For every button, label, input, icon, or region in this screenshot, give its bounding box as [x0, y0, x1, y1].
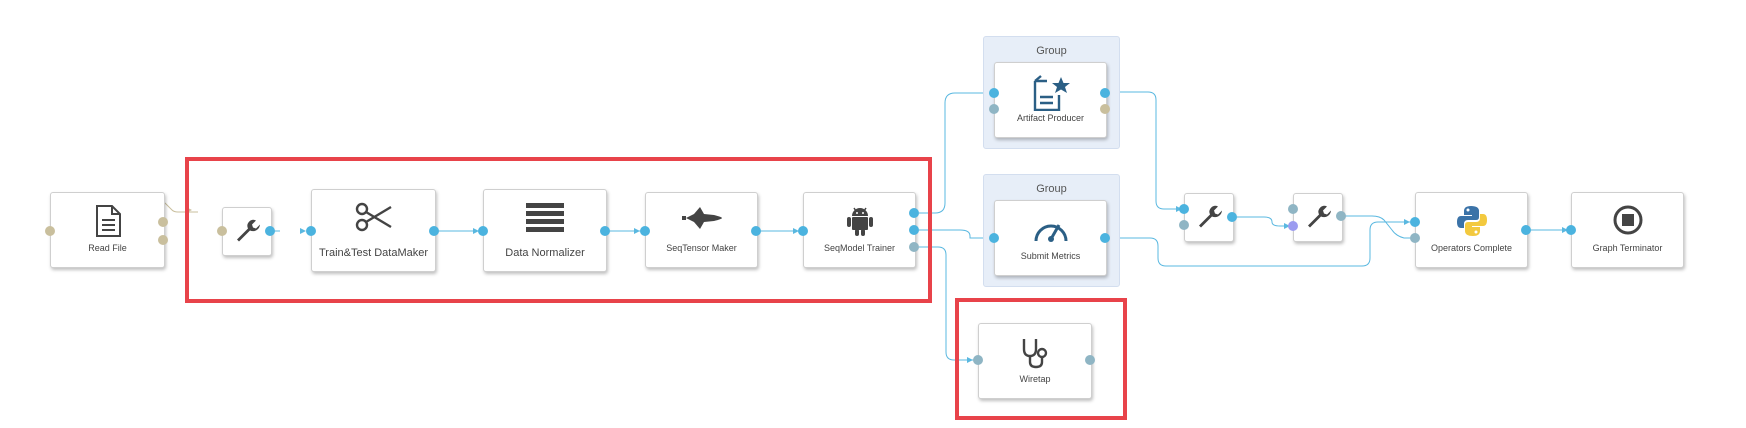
group-label: Group — [1036, 45, 1067, 57]
arrowhead — [634, 228, 640, 234]
document-icon — [94, 205, 122, 242]
node-label: SeqTensor Maker — [666, 243, 737, 253]
wrench-icon — [234, 216, 260, 247]
node-wrench-2[interactable] — [1184, 193, 1234, 242]
edge-seqmodel-artifact — [919, 92, 994, 214]
document-star-icon — [1031, 75, 1071, 116]
node-label: Operators Complete — [1430, 243, 1513, 253]
node-wiretap[interactable]: Wiretap — [978, 323, 1092, 399]
node-artifact-producer[interactable]: Artifact Producer — [994, 62, 1107, 138]
node-label: Read File — [88, 243, 127, 253]
arrowhead — [1562, 227, 1568, 233]
stethoscope-icon — [1018, 336, 1052, 375]
arrowhead — [300, 228, 306, 234]
group-label: Group — [1036, 183, 1067, 195]
python-icon — [1456, 205, 1488, 242]
edge-seqmodel-wiretap — [919, 246, 978, 361]
highlight-box-wiretap — [955, 298, 1127, 420]
node-train-test-datamaker[interactable]: Train&Test DataMaker — [311, 189, 436, 272]
arrowhead — [967, 357, 973, 363]
highlight-box-pipeline — [185, 157, 932, 303]
node-submit-metrics[interactable]: Submit Metrics — [994, 200, 1107, 276]
arrowhead — [1404, 219, 1410, 225]
node-graph-terminator[interactable]: Graph Terminator — [1571, 192, 1684, 268]
node-label: SeqModel Trainer — [823, 243, 896, 253]
node-label: Wiretap — [1019, 374, 1051, 384]
edge-wrench3-operators — [1341, 215, 1416, 239]
node-wrench-1[interactable] — [222, 207, 272, 256]
edge-wrench2-wrench3 — [1232, 216, 1294, 227]
arrowhead — [1284, 223, 1290, 229]
node-data-normalizer[interactable]: Data Normalizer — [483, 189, 607, 272]
arrowhead — [1176, 206, 1182, 212]
bars-icon — [526, 202, 564, 237]
shuttle-icon — [680, 205, 724, 236]
edge-seqmodel-submit — [919, 229, 994, 239]
wrench-icon — [1305, 202, 1331, 233]
arrowhead — [793, 228, 799, 234]
android-icon — [845, 205, 875, 242]
wrench-icon — [1196, 202, 1222, 233]
node-wrench-3[interactable] — [1293, 193, 1343, 242]
node-label: Train&Test DataMaker — [318, 247, 429, 259]
node-read-file[interactable]: Read File — [50, 192, 165, 268]
scissors-icon — [355, 202, 393, 237]
edge-artifact-wrench2 — [1106, 91, 1186, 210]
gauge-icon — [1032, 213, 1070, 248]
edge-submit-operators — [1107, 221, 1414, 267]
arrowhead — [473, 228, 479, 234]
node-label: Graph Terminator — [1592, 243, 1663, 253]
node-label: Artifact Producer — [1016, 113, 1085, 123]
node-label: Data Normalizer — [505, 247, 585, 259]
stop-icon — [1613, 205, 1643, 240]
node-label: Submit Metrics — [1020, 251, 1081, 261]
node-operators-complete[interactable]: Operators Complete — [1415, 192, 1528, 268]
